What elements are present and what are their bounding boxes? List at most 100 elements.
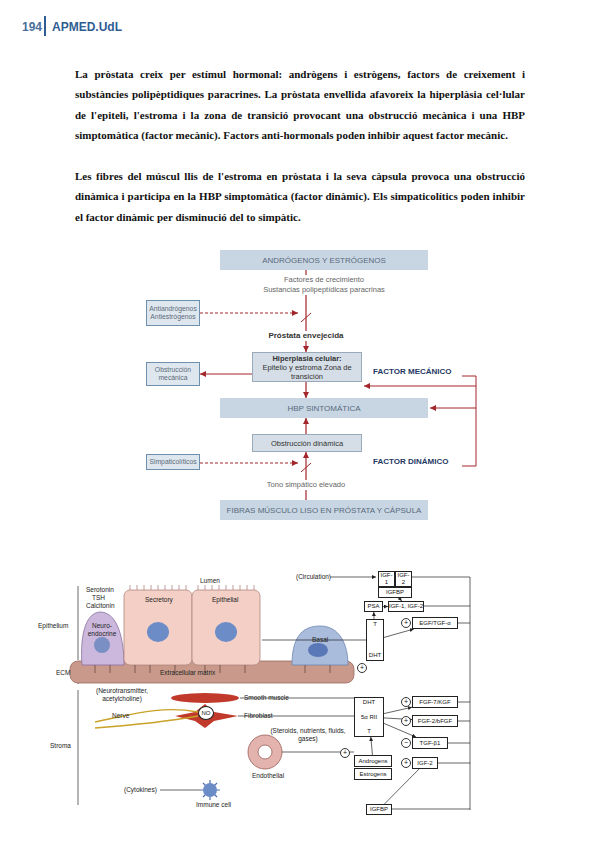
factor-box: IGF-2 — [412, 757, 438, 769]
connector-arrow — [200, 373, 252, 374]
node-text: Hiperplasia celular: — [272, 354, 341, 363]
factor-arrow — [430, 408, 476, 409]
microvilli — [130, 585, 254, 590]
effect-sign: + — [401, 716, 411, 726]
factor-box: FGF-2/bFGF — [412, 715, 458, 727]
signal-arrow — [330, 577, 376, 578]
effect-sign: + — [357, 663, 367, 673]
node-text: IGFBP — [386, 589, 404, 596]
part-label: (Steroids, nutrients, fluids, gases) — [270, 727, 346, 743]
node-text: Obstrucción mecánica — [148, 366, 198, 382]
effect-sign: + — [340, 748, 350, 758]
process-band: FIBRAS MÚSCULO LISO EN PRÓSTATA Y CÁPSUL… — [220, 500, 428, 520]
part-label: (Neurotransmitter, acetylcholine) — [82, 687, 162, 703]
immune-cell — [203, 783, 217, 797]
factor-box: EGF/TGF-α — [412, 617, 458, 629]
node-text: T — [367, 728, 371, 735]
inhibitor-box: Simpaticolíticos — [146, 454, 200, 470]
cell-nucleus — [215, 622, 237, 642]
nerve-fiber — [95, 710, 198, 728]
node-text: Antiandrógenos Antiestrógenos — [148, 305, 198, 321]
hormone-box: Androgens — [354, 755, 392, 767]
cell-label: Fibroblast — [244, 712, 273, 720]
flow-note: Próstata envejecida — [266, 331, 345, 341]
factor-label: FACTOR DINÁMICO — [373, 457, 448, 466]
node-text: FGF-7/KGF — [419, 699, 450, 706]
part-label: (Cytokines) — [124, 786, 157, 794]
cell-label: Smooth muscle — [244, 694, 289, 702]
inhibitor-box: Antiandrógenos Antiestrógenos — [146, 300, 200, 326]
region-label: Epithelium — [38, 622, 68, 630]
secretory-cell — [124, 590, 192, 665]
cell-nucleus — [147, 622, 169, 642]
flow-note: Factores de crecimiento — [282, 275, 366, 285]
cell-label: Endothelial — [252, 772, 284, 780]
node-text: EGF/TGF-α — [419, 620, 450, 627]
node-text: Simpaticolíticos — [149, 458, 196, 466]
flow-note: Sustancias polipeptídicas paracrinas — [261, 285, 387, 295]
node-text: FIBRAS MÚSCULO LISO EN PRÓSTATA Y CÁPSUL… — [227, 506, 422, 515]
factor-box: IGFBP — [366, 804, 392, 815]
factor-arrow — [364, 386, 476, 387]
node-text: DHT — [363, 699, 375, 706]
body-paragraph: La pròstata creix per estímul hormonal: … — [75, 64, 525, 146]
node-text: IGF-1 — [379, 572, 394, 586]
flow-note: Tono simpático elevado — [265, 480, 347, 490]
node-text: T — [373, 621, 377, 628]
fibroblast-cell — [175, 704, 238, 728]
factor-label: FACTOR MECÁNICO — [373, 367, 452, 376]
no-circle: NO — [198, 706, 214, 720]
factor-box: IGF-1 — [378, 571, 395, 587]
process-band: ANDRÓGENOS Y ESTRÓGENOS — [220, 250, 428, 270]
immune-cell-spikes — [200, 780, 220, 800]
connector-arrow — [384, 629, 414, 637]
factor-box: PSA — [364, 601, 383, 612]
endothelial-cell — [248, 735, 282, 769]
body-paragraph: Les fibres del múscul llis de l'estroma … — [75, 166, 525, 227]
node-text: PSA — [367, 603, 379, 610]
region-label: ECM — [56, 669, 70, 677]
cell-label: Secretory — [145, 596, 173, 604]
factor-box: IGF-1, IGF-2 — [388, 601, 424, 612]
factor-box: IGFBP — [378, 587, 412, 598]
dashed-arrow — [200, 313, 298, 314]
node-text: Estrogens — [359, 771, 386, 778]
process-box: Hiperplasia celular:Epitelio y estroma Z… — [252, 352, 362, 382]
epithelial-cell — [192, 590, 260, 665]
part-label: (Circulation) — [296, 573, 331, 581]
node-text: IGF-1, IGF-2 — [389, 603, 423, 610]
node-text: DHT — [369, 652, 381, 659]
part-label: Lumen — [200, 577, 220, 585]
node-text: Androgens — [358, 758, 387, 765]
node-text: Obstrucción dinámica — [271, 439, 343, 448]
connector-arrow — [305, 418, 306, 434]
connector-arrow — [305, 382, 306, 398]
cell-nucleus — [308, 643, 328, 657]
running-header: APMED.UdL — [52, 20, 122, 34]
hormone-box: Estrogens — [354, 768, 392, 780]
hormone-box: DHT 5α RII T — [354, 697, 384, 737]
inhibition-slash — [301, 463, 311, 472]
node-text: 5α RII — [361, 714, 377, 721]
cell-label: Neuro- endocrine — [85, 622, 119, 638]
basal-cell — [292, 626, 348, 665]
node-text: ANDRÓGENOS Y ESTRÓGENOS — [262, 256, 386, 265]
node-text: IGF-2 — [396, 572, 411, 586]
cell-label: Basal — [312, 636, 328, 644]
outcome-box: Obstrucción mecánica — [146, 362, 200, 386]
connector-arrow — [384, 707, 412, 713]
neuroendocrine-cell — [82, 612, 124, 665]
node-text: FGF-2/bFGF — [418, 718, 452, 725]
part-label: Serotonin — [86, 586, 114, 594]
factor-box: FGF-7/KGF — [412, 696, 458, 708]
region-bracket — [78, 586, 79, 805]
process-band: HBP SINTOMÁTICA — [220, 398, 428, 418]
part-label: TSH — [92, 594, 105, 602]
part-label: Nerve — [112, 712, 129, 720]
factor-box: IGF-2 — [395, 571, 412, 587]
extracellular-matrix — [70, 661, 354, 683]
inhibition-slash — [301, 313, 311, 322]
signal-line — [160, 577, 470, 810]
